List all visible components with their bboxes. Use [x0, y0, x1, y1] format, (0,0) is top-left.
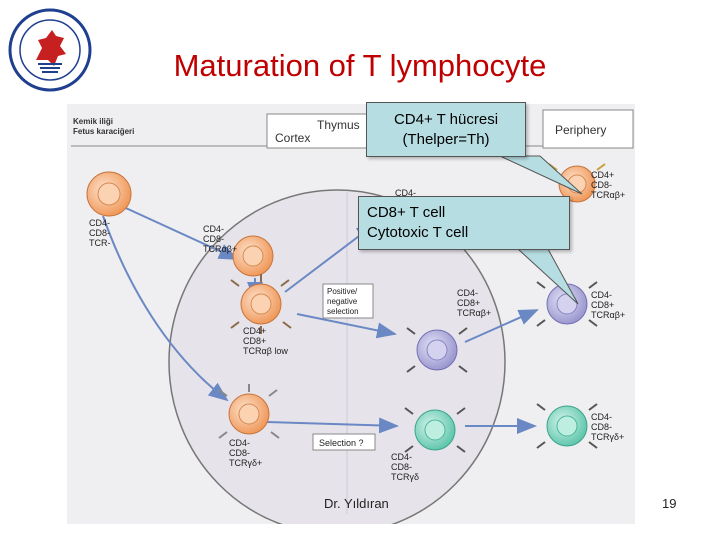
periphery-gd-cd4: CD4- [591, 412, 612, 422]
periphery-cd8-cd4: CD4- [591, 290, 612, 300]
periphery-cd4-cd4: CD4+ [591, 170, 614, 180]
helper-t-cell-callout: CD4+ T hücresi (Thelper=Th) [366, 102, 526, 157]
cytotoxic-callout-line2: Cytotoxic T cell [367, 224, 469, 241]
positive-negative-selection-box [322, 283, 374, 319]
gd-entry-cd4: CD4- [229, 438, 250, 448]
cortex-entry-tcr: TCRαβ+ [203, 244, 237, 254]
thymus-cd8-cd8: CD8+ [457, 298, 480, 308]
arrow-cd8-to-periphery [464, 309, 539, 343]
thymus-gd-tcr: TCRγδ [391, 472, 419, 482]
cytotoxic-callout-line1: CD8+ T cell [367, 204, 446, 221]
helper-callout-line1: CD4+ T hücresi [393, 111, 499, 128]
arrow-marrow-to-cortex [116, 203, 239, 260]
gd-entry-tcr: TCRγδ+ [229, 458, 262, 468]
thymus-cd8-tcr: TCRαβ+ [457, 308, 491, 318]
dp-cd8: CD8+ [243, 336, 266, 346]
gd-entry-cd8: CD8- [229, 448, 250, 458]
source-label-line1: Kemik iliği [73, 117, 113, 126]
selection-question-box [312, 433, 376, 451]
dp-cd4: CD4+ [243, 326, 266, 336]
thymus-label-box [266, 113, 378, 149]
periphery-gamma-delta-cell [536, 403, 598, 449]
helper-callout-line2: (Thelper=Th) [402, 131, 490, 148]
maturation-diagram: Kemik iliği Fetus karaciğeri Thymus Cort… [71, 109, 634, 535]
marrow-progenitor-cell [86, 171, 132, 217]
selection-line-2: negative [327, 297, 358, 306]
periphery-cd8-tcr: TCRαβ+ [591, 310, 625, 320]
selection-question-label: Selection ? [319, 438, 364, 448]
marrow-cd8: CD8- [89, 228, 110, 238]
author-footer: Dr. Yıldıran [324, 496, 389, 511]
thymus-cd8-cd4: CD4- [457, 288, 478, 298]
double-positive-cell [230, 274, 292, 334]
cortex-label: Cortex [275, 131, 310, 145]
thymus-label: Thymus [317, 118, 360, 132]
thymus-top-cd4: CD4- [395, 188, 416, 198]
periphery-label-box [542, 109, 634, 149]
cortex-entry-cd4: CD4- [203, 224, 224, 234]
periphery-cd4-cd8: CD8- [591, 180, 612, 190]
cytotoxic-t-cell-callout: CD8+ T cell Cytotoxic T cell [358, 196, 570, 250]
periphery-cd8-cell [536, 281, 598, 327]
gamma-delta-entry-cell [218, 384, 280, 439]
selection-line-3: selection [327, 307, 359, 316]
selection-line-1: Positive/ [327, 287, 358, 296]
arrow-gd-thymus [266, 417, 399, 434]
thymus-gamma-delta-cell [404, 407, 466, 453]
periphery-cd4-tcr: TCRαβ+ [591, 190, 625, 200]
university-logo [8, 8, 92, 92]
periphery-cd8-cd8: CD8+ [591, 300, 614, 310]
marrow-cd4: CD4- [89, 218, 110, 228]
slide-title: Maturation of T lymphocyte [173, 48, 547, 83]
periphery-label: Periphery [555, 123, 606, 137]
cortex-entry-cell [232, 235, 274, 277]
periphery-gd-cd8: CD8- [591, 422, 612, 432]
thymus-gd-cd8: CD8- [391, 462, 412, 472]
cortex-entry-cd8: CD8- [203, 234, 224, 244]
thymus-gd-cd4: CD4- [391, 452, 412, 462]
source-label-line2: Fetus karaciğeri [73, 127, 134, 136]
t-cell-maturation-figure: Kemik iliği Fetus karaciğeri Thymus Cort… [67, 104, 635, 535]
periphery-gd-tcr: TCRγδ+ [591, 432, 624, 442]
dp-tcr: TCRαβ low [243, 346, 288, 356]
page-number: 19 [662, 496, 677, 511]
arrow-to-cd8 [296, 313, 397, 339]
thymus-cd8-cell [406, 327, 468, 373]
marrow-tcr: TCR- [89, 238, 111, 248]
arrow-marrow-to-gd [102, 215, 229, 402]
